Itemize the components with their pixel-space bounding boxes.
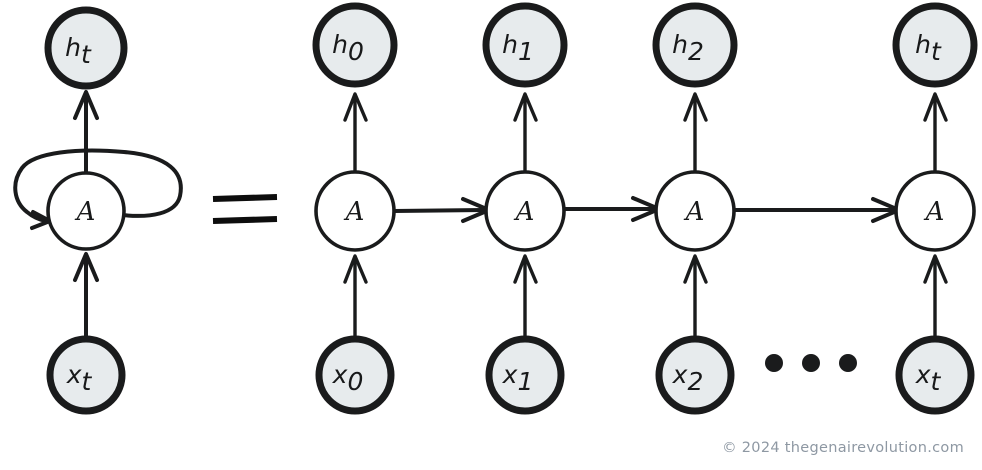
hidden-state-edges: [392, 196, 901, 223]
step0-input-node: [315, 335, 395, 415]
step2-cell-label: A: [684, 197, 705, 227]
folded-rnn-group: ht A xt: [13, 6, 183, 415]
stept-input-label: xt: [915, 360, 942, 396]
stept-input-to-cell-arrowhead: [923, 254, 948, 284]
step2-input-label: x2: [672, 360, 704, 396]
step0-input-to-cell-arrowhead: [343, 254, 368, 284]
folded-input-node: [46, 335, 126, 415]
stept-cell-to-output-arrowhead: [923, 92, 948, 122]
equals-bar-bottom: [212, 216, 278, 224]
step0-cell-to-output-arrowhead: [343, 92, 368, 122]
step0-output-node: [312, 2, 398, 88]
step2-output-node: [652, 2, 738, 88]
stept-cell-label: A: [924, 197, 945, 227]
step2-cell-to-output-arrowhead: [683, 92, 708, 122]
folded-output-node: [44, 6, 128, 90]
timestep-t-group: ht A xt: [892, 2, 978, 415]
unrolled-rnn-group: h0 A x0 h1 A: [312, 2, 978, 415]
folded-cell-label: A: [75, 197, 96, 227]
step1-input-label: x1: [502, 360, 534, 396]
step0-output-label: h0: [332, 30, 364, 66]
equals-symbol: [212, 194, 278, 224]
step1-input-to-cell-arrowhead: [513, 254, 538, 284]
folded-input-label: xt: [66, 360, 93, 396]
step1-cell-label: A: [514, 197, 535, 227]
ellipsis-dot-2: [802, 354, 820, 372]
step2-input-to-cell-arrowhead: [683, 254, 708, 284]
step2-input-node: [655, 335, 735, 415]
step2-output-label: h2: [672, 30, 704, 66]
step1-cell-to-output-arrowhead: [513, 92, 538, 122]
step1-output-label: h1: [502, 30, 534, 66]
stept-cell-node: [894, 170, 976, 252]
copyright-notice: © 2024 thegenairevolution.com: [722, 440, 964, 456]
step1-cell-node: [484, 170, 566, 252]
folded-input-to-cell-arrowhead: [73, 252, 99, 282]
folded-output-label: ht: [65, 33, 92, 69]
timestep-1-group: h1 A x1: [482, 2, 568, 415]
ellipsis-dot-3: [839, 354, 857, 372]
step1-output-node: [482, 2, 568, 88]
ellipsis-group: [765, 354, 857, 372]
step0-cell-label: A: [344, 197, 365, 227]
stept-output-label: ht: [915, 30, 942, 66]
ellipsis-dot-1: [765, 354, 783, 372]
step0-cell-node: [314, 170, 396, 252]
stept-output-node: [892, 2, 978, 88]
timestep-2-group: h2 A x2: [652, 2, 738, 415]
step0-input-label: x0: [332, 360, 364, 396]
step2-cell-node: [654, 170, 736, 252]
folded-cell-to-output-arrowhead: [73, 90, 99, 120]
equals-bar-top: [212, 194, 278, 202]
stept-input-node: [895, 335, 975, 415]
step1-input-node: [485, 335, 565, 415]
timestep-0-group: h0 A x0: [312, 2, 398, 415]
folded-cell-node: [46, 171, 126, 251]
hidden-edge-0-1: [392, 208, 486, 213]
recurrent-loop-edge: [13, 148, 183, 223]
